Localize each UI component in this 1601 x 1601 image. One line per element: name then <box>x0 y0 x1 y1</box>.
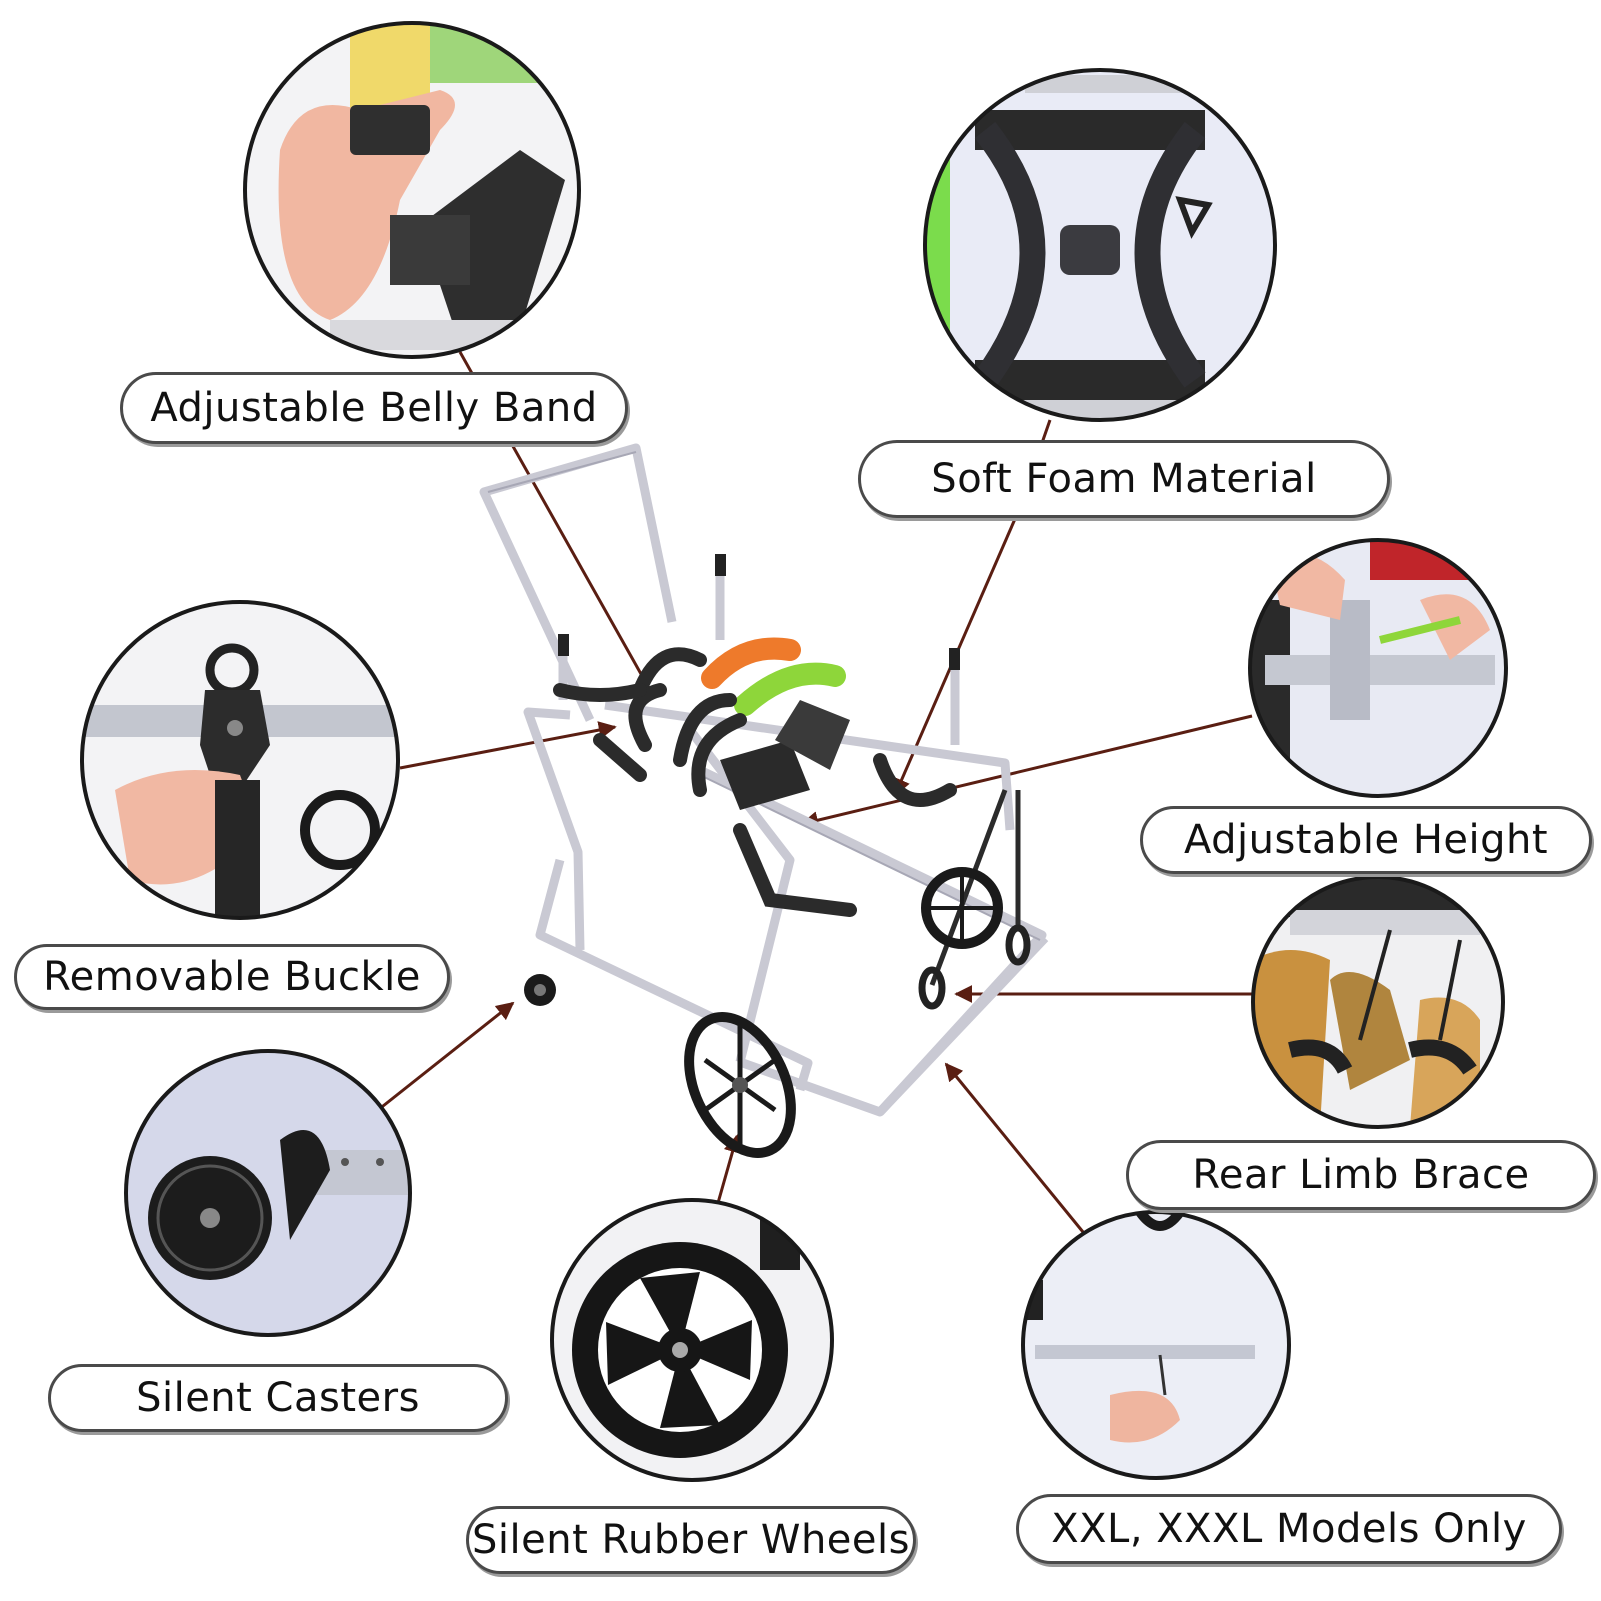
wheelchair-frame <box>479 443 1049 1117</box>
photo-silent-casters <box>124 1049 412 1337</box>
label-xxl-models-only: XXL, XXXL Models Only <box>1016 1494 1562 1564</box>
leader-silent-casters <box>377 1001 515 1112</box>
limb-loop <box>1005 924 1031 966</box>
photo-rear-limb-brace <box>1251 875 1505 1129</box>
leader-removable-buckle <box>399 721 617 770</box>
limb-loop <box>918 966 946 1010</box>
belly-seat <box>720 740 810 810</box>
photo-adjustable-height <box>1248 538 1508 798</box>
photo-soft-foam <box>923 68 1277 422</box>
photo-xxl-models <box>1021 1210 1291 1480</box>
leader-adjustable-height <box>800 714 1253 829</box>
photo-removable-buckle <box>80 600 400 920</box>
post-cap <box>949 648 960 670</box>
label-silent-casters: Silent Casters <box>48 1364 508 1432</box>
leader-xxl-models <box>944 1062 1085 1233</box>
label-adjustable-height: Adjustable Height <box>1140 806 1592 874</box>
post-cap <box>558 634 569 656</box>
photo-rubber-wheels <box>550 1198 834 1482</box>
photo-belly-band <box>243 21 581 359</box>
label-soft-foam-material: Soft Foam Material <box>858 440 1390 518</box>
orange-foam-roll <box>701 637 801 689</box>
dog-wheelchair-illustration <box>479 443 1049 1158</box>
front-caster <box>524 974 556 1006</box>
label-rear-limb-brace: Rear Limb Brace <box>1126 1140 1596 1210</box>
big-rubber-wheel <box>684 1012 796 1158</box>
belly-seat-pad <box>775 700 850 770</box>
label-silent-rubber-wheels: Silent Rubber Wheels <box>466 1506 916 1574</box>
label-removable-buckle: Removable Buckle <box>14 944 450 1010</box>
rear-small-wheel <box>921 867 1003 949</box>
post-cap <box>715 554 726 576</box>
label-adjustable-belly-band: Adjustable Belly Band <box>120 372 628 444</box>
green-foam-roll <box>734 662 846 716</box>
